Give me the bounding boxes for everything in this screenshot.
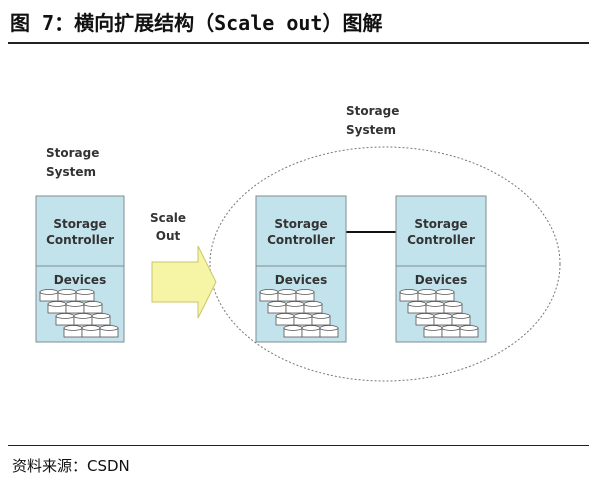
disk-drive-icon — [417, 289, 437, 302]
disk-drive-icon — [57, 289, 77, 302]
disk-drive-icon — [415, 313, 435, 326]
disk-drive-icon — [65, 301, 85, 314]
disk-drive-icon — [55, 313, 75, 326]
disk-drive-icon — [399, 289, 419, 302]
storage-node-2: Storage Controller Devices — [395, 195, 487, 343]
disk-drive-icon — [441, 325, 461, 338]
disk-drive-icon — [303, 301, 323, 314]
node-2-devices-label: Devices — [415, 273, 467, 287]
disk-drive-icon — [295, 289, 315, 302]
disk-drive-icon — [311, 313, 331, 326]
left-controller-label-line1: Storage — [53, 217, 106, 231]
disk-drive-icon — [459, 325, 479, 338]
node-1-controller-label-line2: Controller — [267, 233, 335, 247]
left-system-label-line2: System — [46, 165, 96, 179]
scale-label: Scale — [150, 211, 186, 225]
figure-title: 图 7：横向扩展结构（Scale out）图解 — [10, 11, 383, 35]
left-controller-label-line2: Controller — [46, 233, 114, 247]
disk-drive-icon — [73, 313, 93, 326]
disk-drive-icon — [293, 313, 313, 326]
disk-drive-icon — [63, 325, 83, 338]
node-2-controller-section — [395, 195, 487, 267]
right-system-label-line2: System — [346, 123, 396, 137]
source-note: 资料来源：CSDN — [12, 457, 130, 475]
disk-drive-icon — [75, 289, 95, 302]
title-rule — [8, 42, 589, 44]
node-2-controller-label-line2: Controller — [407, 233, 475, 247]
storage-system-ellipse — [209, 146, 561, 382]
disk-drive-icon — [285, 301, 305, 314]
scale-out-arrow — [151, 245, 217, 319]
disk-drive-icon — [277, 289, 297, 302]
left-controller-section — [35, 195, 125, 267]
disk-drive-icon — [283, 325, 303, 338]
disk-drive-icon — [99, 325, 119, 338]
left-devices-label: Devices — [54, 273, 106, 287]
left-system-label-line1: Storage — [46, 146, 99, 160]
node-2-controller-label-line1: Storage — [414, 217, 467, 231]
disk-drive-icon — [425, 301, 445, 314]
disk-drive-icon — [47, 301, 67, 314]
footer-rule — [8, 445, 589, 446]
disk-drive-icon — [423, 325, 443, 338]
disk-drive-icon — [275, 313, 295, 326]
disk-drive-icon — [443, 301, 463, 314]
node-1-controller-section — [255, 195, 347, 267]
disk-drive-icon — [91, 313, 111, 326]
disk-drive-icon — [301, 325, 321, 338]
disk-drive-icon — [259, 289, 279, 302]
disk-drive-icon — [39, 289, 59, 302]
node-1-devices-label: Devices — [275, 273, 327, 287]
disk-drive-icon — [81, 325, 101, 338]
out-label: Out — [156, 229, 181, 243]
disk-drive-icon — [83, 301, 103, 314]
disk-drive-icon — [433, 313, 453, 326]
left-storage-box: Storage Controller Devices — [35, 195, 125, 343]
disk-drive-icon — [407, 301, 427, 314]
disk-drive-icon — [267, 301, 287, 314]
disk-drive-icon — [435, 289, 455, 302]
disk-drive-icon — [451, 313, 471, 326]
disk-drive-icon — [319, 325, 339, 338]
right-system-label-line1: Storage — [346, 104, 399, 118]
storage-node-1: Storage Controller Devices — [255, 195, 347, 343]
node-1-controller-label-line1: Storage — [274, 217, 327, 231]
